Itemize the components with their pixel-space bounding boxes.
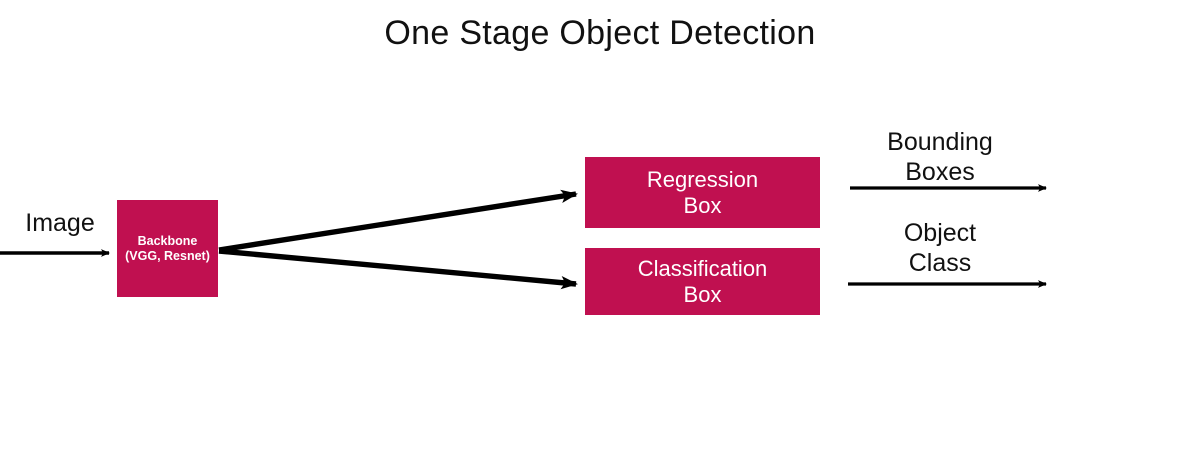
bounding-boxes-output-label: Bounding Boxes: [852, 128, 1028, 187]
classification-box-node[interactable]: Classification Box: [585, 248, 820, 315]
image-input-label: Image: [25, 209, 95, 237]
page-title: One Stage Object Detection: [384, 14, 816, 52]
object-class-output-label-line2: Class: [908, 248, 972, 277]
bounding-boxes-output-label-line2: Boxes: [905, 157, 975, 186]
classification-box-label-line2: Box: [683, 281, 722, 307]
regression-box-label-line2: Box: [683, 192, 722, 218]
backbone-node[interactable]: Backbone (VGG, Resnet): [117, 200, 218, 297]
backbone-to-regression-arrow: [218, 189, 578, 253]
backbone-node-label-line2: (VGG, Resnet): [125, 248, 210, 263]
regression-box-label-line1: Regression: [646, 166, 759, 192]
bounding-boxes-output-label-line1: Bounding: [887, 128, 993, 156]
object-class-output-label-line1: Object: [903, 219, 977, 247]
backbone-to-classification-arrow: [218, 248, 578, 290]
regression-box-node[interactable]: Regression Box: [585, 157, 820, 228]
object-class-output-label: Object Class: [852, 219, 1028, 278]
classification-box-label-line1: Classification: [637, 255, 768, 281]
backbone-node-label-line1: Backbone: [137, 233, 198, 248]
